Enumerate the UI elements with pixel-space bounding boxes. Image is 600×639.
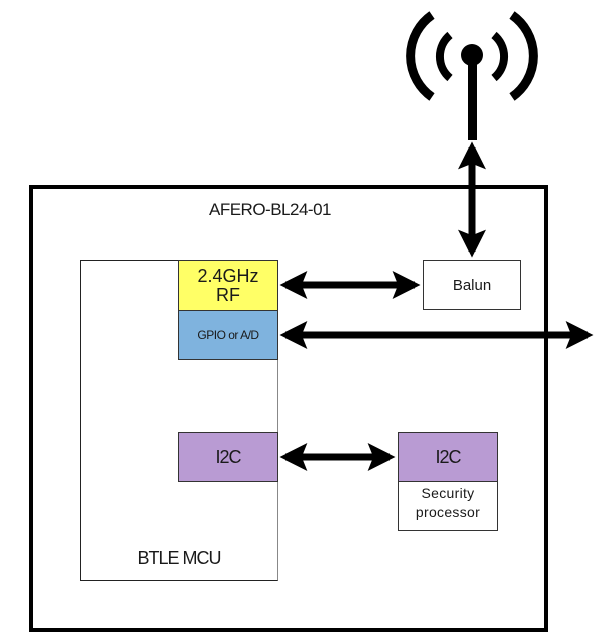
security-i2c-block: I2C (398, 432, 498, 482)
gpio-label: GPIO or A/D (197, 328, 259, 342)
module-title: AFERO-BL24-01 (209, 200, 332, 219)
security-label-line1: Security (421, 485, 475, 501)
balun-label: Balun (452, 276, 492, 294)
rf-freq-label: 2.4GHz (197, 265, 259, 286)
security-i2c-label: I2C (435, 446, 461, 467)
module-boundary (29, 185, 548, 632)
balun-block: Balun (423, 260, 521, 310)
rf-label: RF (216, 284, 240, 305)
mcu-i2c-label: I2C (215, 446, 241, 467)
mcu-i2c-block: I2C (178, 432, 278, 482)
antenna-icon (406, 11, 538, 140)
security-processor-label: Security processor (398, 484, 498, 522)
gpio-block: GPIO or A/D (178, 310, 278, 360)
security-label-line2: processor (415, 504, 481, 520)
mcu-label: BTLE MCU (137, 548, 221, 568)
